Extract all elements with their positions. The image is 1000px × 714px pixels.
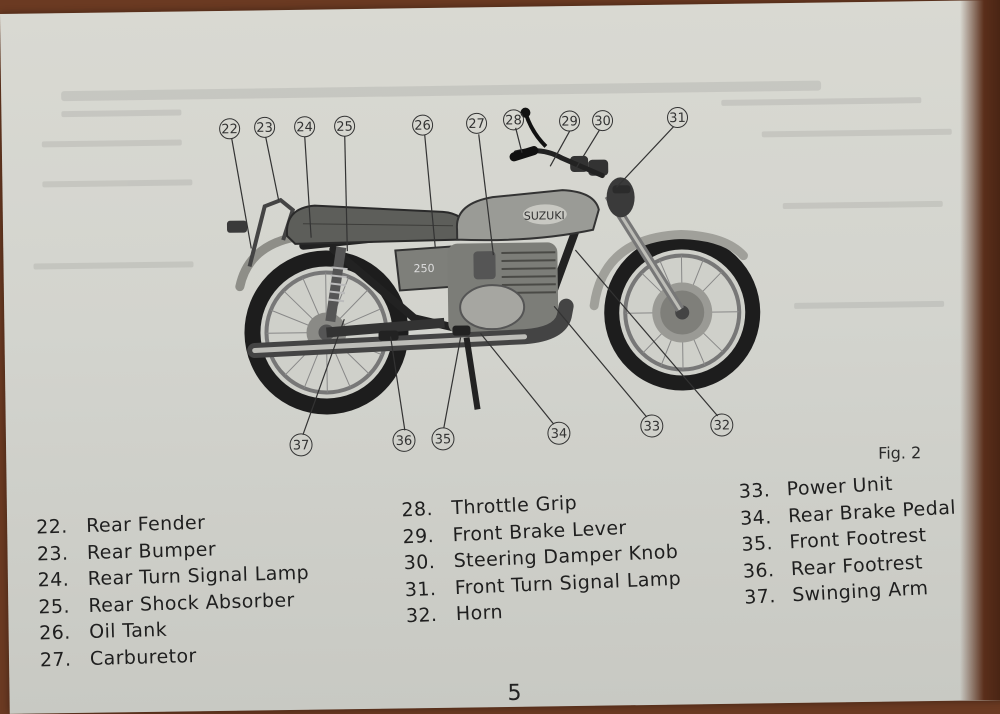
legend-number: 32. <box>405 603 438 628</box>
figure-caption: Fig. 2 <box>878 443 922 463</box>
legend-label: Horn <box>455 601 504 626</box>
legend-number: 35. <box>740 532 774 556</box>
legend-label: Power Unit <box>786 472 894 501</box>
svg-text:29: 29 <box>561 114 578 129</box>
svg-text:22: 22 <box>221 122 238 137</box>
legend-number: 25. <box>38 595 71 618</box>
callout-36: 36 <box>392 428 416 452</box>
callout-32: 32 <box>710 413 734 437</box>
legend-number: 28. <box>401 498 434 522</box>
legend-number: 26. <box>38 621 71 645</box>
callout-33: 33 <box>640 414 664 438</box>
rear-footrest <box>378 330 399 341</box>
legend-label: Rear Turn Signal Lamp <box>87 561 310 591</box>
legend-column-3: 33.Power Unit 34.Rear Brake Pedal 35.Fro… <box>738 468 961 612</box>
svg-text:35: 35 <box>435 432 452 447</box>
legend-label: Carburetor <box>89 644 197 670</box>
callout-28: 28 <box>503 109 525 131</box>
svg-text:30: 30 <box>594 114 611 129</box>
svg-text:24: 24 <box>296 120 313 135</box>
wooden-table-edge <box>960 0 1000 700</box>
svg-text:32: 32 <box>713 418 730 433</box>
svg-text:23: 23 <box>256 121 273 136</box>
callout-29: 29 <box>559 110 581 132</box>
swinging-arm <box>326 317 445 338</box>
callout-31: 31 <box>667 107 689 129</box>
legend-label: Throttle Grip <box>451 491 578 520</box>
legend-number: 23. <box>36 542 69 565</box>
legend-number: 36. <box>742 558 775 583</box>
legend-number: 24. <box>37 568 70 592</box>
svg-text:250: 250 <box>414 262 435 275</box>
side-stand <box>463 337 481 410</box>
callout-34: 34 <box>547 421 571 445</box>
svg-text:31: 31 <box>669 111 686 126</box>
svg-text:25: 25 <box>336 120 353 135</box>
callout-24: 24 <box>294 116 316 138</box>
legend-number: 27. <box>39 648 72 671</box>
rear-shock <box>325 246 348 323</box>
throttle-grip-drawn <box>509 146 539 162</box>
legend-label: Front Footrest <box>788 524 927 554</box>
legend-number: 34. <box>739 505 773 530</box>
front-turn-signal <box>612 185 631 194</box>
legend-number: 29. <box>402 524 435 548</box>
legend-label: Rear Bumper <box>86 537 217 564</box>
legend-number: 30. <box>403 550 436 575</box>
svg-text:28: 28 <box>505 113 522 128</box>
callout-35: 35 <box>431 427 455 451</box>
front-wheel <box>604 234 761 391</box>
legend-number: 31. <box>404 577 437 601</box>
legend-number: 37. <box>743 585 777 609</box>
brake-lever-drawn <box>523 112 548 148</box>
front-fender <box>589 230 748 311</box>
svg-text:34: 34 <box>551 427 568 442</box>
callout-22: 22 <box>219 118 241 140</box>
legend-label: Rear Shock Absorber <box>88 588 295 617</box>
legend-column-2: 28.Throttle Grip 29.Front Brake Lever 30… <box>401 486 683 630</box>
svg-text:26: 26 <box>414 118 431 133</box>
callout-23: 23 <box>254 116 276 138</box>
callout-26: 26 <box>412 114 434 136</box>
legend-label: Rear Fender <box>85 511 206 538</box>
svg-text:37: 37 <box>293 438 310 453</box>
callout-27: 27 <box>466 112 488 134</box>
front-footrest <box>452 325 471 336</box>
bleed-through-text <box>33 80 952 309</box>
svg-text:27: 27 <box>468 117 485 132</box>
legend-label: Swinging Arm <box>791 577 929 607</box>
tank-brand-text: SUZUKI <box>524 209 565 223</box>
callout-37: 37 <box>289 433 313 457</box>
svg-text:33: 33 <box>643 419 660 434</box>
motorcycle-illustration: 250 <box>226 107 761 415</box>
engine <box>447 242 559 334</box>
callout-30: 30 <box>592 110 614 132</box>
rear-turn-signal <box>226 220 248 233</box>
page-number: 5 <box>507 680 522 706</box>
legend-label: Oil Tank <box>88 618 168 644</box>
callout-markers: 22 23 24 25 26 27 28 29 30 31 32 33 34 3… <box>219 107 734 457</box>
leader-lines <box>231 126 719 436</box>
legend-number: 22. <box>35 515 68 539</box>
legend-number: 33. <box>738 479 771 503</box>
svg-text:36: 36 <box>396 434 413 449</box>
legend-column-1: 22. Rear Fender 23. Rear Bumper 24. Rear Tu… <box>36 507 312 674</box>
callout-25: 25 <box>334 115 356 137</box>
